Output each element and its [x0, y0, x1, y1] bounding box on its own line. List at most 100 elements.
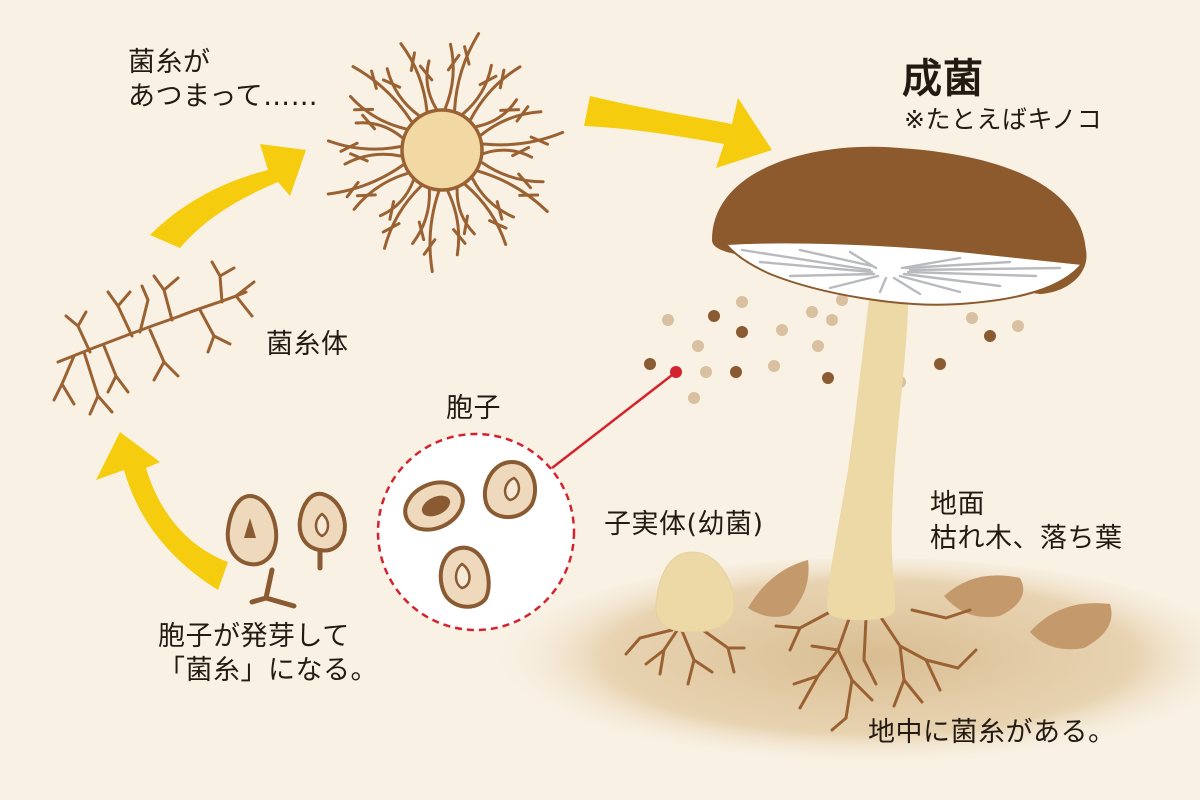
hypha-branch — [478, 74, 498, 87]
hypha-branch — [517, 172, 532, 190]
spore-dot — [822, 372, 834, 384]
hypha-branch — [452, 228, 467, 245]
hypha-strand — [425, 59, 438, 110]
hypha-strand — [352, 172, 409, 211]
hypha-branch — [463, 45, 471, 66]
mycelium-label: 菌糸体 — [266, 329, 349, 360]
hypha-strand — [383, 184, 423, 250]
fruiting-body-label: 子実体(幼菌) — [604, 509, 764, 540]
gill-line — [798, 248, 874, 268]
adult-mushroom-roots — [774, 608, 978, 732]
hyphae-cluster-core — [400, 108, 484, 192]
hypha-branch — [422, 238, 437, 256]
fallen-leaves — [748, 560, 1112, 650]
hyphae-gather-label: 菌糸が あつまって…… — [128, 47, 319, 113]
spore-label: 胞子 — [446, 393, 501, 424]
spore-dot — [700, 366, 712, 378]
spore-dot — [806, 306, 818, 318]
hypha-branch — [355, 193, 377, 198]
young-fruiting-body — [655, 551, 735, 633]
spore-dot — [708, 310, 720, 322]
hypha-strand — [351, 65, 413, 123]
hyphae-cluster — [326, 32, 565, 274]
mycelium-network — [52, 260, 256, 416]
spore-dot — [934, 358, 946, 370]
hypha-branch — [339, 141, 359, 153]
hypha-strand — [475, 98, 519, 128]
hypha-branch — [349, 152, 369, 163]
hypha-strand — [471, 177, 515, 219]
spore-dot — [692, 340, 704, 352]
hypha-branch — [529, 135, 550, 146]
hypha-strand — [399, 42, 429, 113]
hypha-strand — [480, 161, 545, 184]
hypha-strand — [326, 163, 405, 196]
gill-line — [906, 270, 1038, 278]
spore-dot — [768, 360, 780, 372]
spore-pointer-line — [551, 371, 677, 469]
hypha-strand — [326, 139, 402, 151]
gill-line — [740, 248, 872, 272]
gill-line — [878, 276, 888, 294]
young-mushroom-roots — [624, 624, 746, 686]
gill-line — [758, 260, 874, 274]
spore-dot — [644, 358, 656, 370]
spore-dot — [826, 314, 838, 326]
hypha-strand — [343, 152, 402, 166]
hypha-branch — [446, 53, 461, 72]
arrow-cluster-to-adult — [584, 96, 772, 168]
hypha-branch — [370, 69, 378, 90]
arrow-spore-to-mycelium — [96, 432, 228, 590]
gill-line — [892, 276, 922, 296]
hypha-branch — [499, 108, 521, 112]
spore-dot — [984, 330, 996, 342]
gill-line — [904, 260, 1012, 270]
gill-line — [828, 274, 880, 290]
gill-line — [902, 272, 1002, 288]
spore-pointer-dot — [670, 366, 682, 378]
adult-mushroom-stem — [827, 270, 909, 621]
gill-line — [848, 250, 878, 270]
hypha-strand — [428, 190, 441, 274]
hypha-branch — [381, 222, 401, 234]
hypha-branch — [495, 200, 504, 221]
hypha-branch — [488, 219, 508, 230]
hypha-branch — [361, 113, 376, 131]
hypha-branch — [462, 214, 469, 236]
spore-dot — [730, 366, 742, 378]
hypha-strand — [464, 183, 508, 246]
hypha-branch — [409, 51, 416, 72]
hypha-strand — [354, 121, 404, 139]
hypha-branch — [515, 105, 530, 123]
hypha-strand — [479, 110, 543, 137]
adult-mushroom-cap — [712, 146, 1087, 306]
spore-dot — [736, 296, 748, 308]
hypha-strand — [482, 148, 534, 159]
adult-example-note: ※たとえばキノコ — [904, 105, 1103, 134]
hypha-strand — [443, 42, 455, 110]
spore-dot — [966, 312, 978, 324]
hypha-branch — [498, 68, 506, 90]
germinating-spores — [225, 491, 347, 609]
hypha-strand — [411, 188, 431, 245]
spore-dot — [1012, 320, 1024, 332]
hypha-strand — [455, 187, 476, 236]
hypha-strand — [461, 63, 493, 116]
hypha-branch — [388, 200, 396, 221]
hypha-branch — [417, 220, 426, 242]
hypha-strand — [476, 169, 549, 213]
gill-line — [898, 274, 962, 294]
arrow-mycelium-to-cluster — [150, 144, 306, 248]
hypha-strand — [453, 32, 481, 112]
leaf-3 — [1030, 603, 1112, 650]
falling-spores — [644, 294, 1024, 404]
cycle-arrows — [96, 96, 772, 590]
hypha-strand — [349, 95, 408, 131]
hypha-strand — [446, 190, 461, 257]
hypha-strand — [385, 67, 420, 117]
spore-grains — [403, 459, 538, 609]
hypha-branch — [511, 146, 531, 158]
ground-label: 地面 枯れ木、落ち葉 — [930, 489, 1123, 555]
germinate-label: 胞子が発芽して 「菌糸」になる。 — [158, 621, 378, 687]
